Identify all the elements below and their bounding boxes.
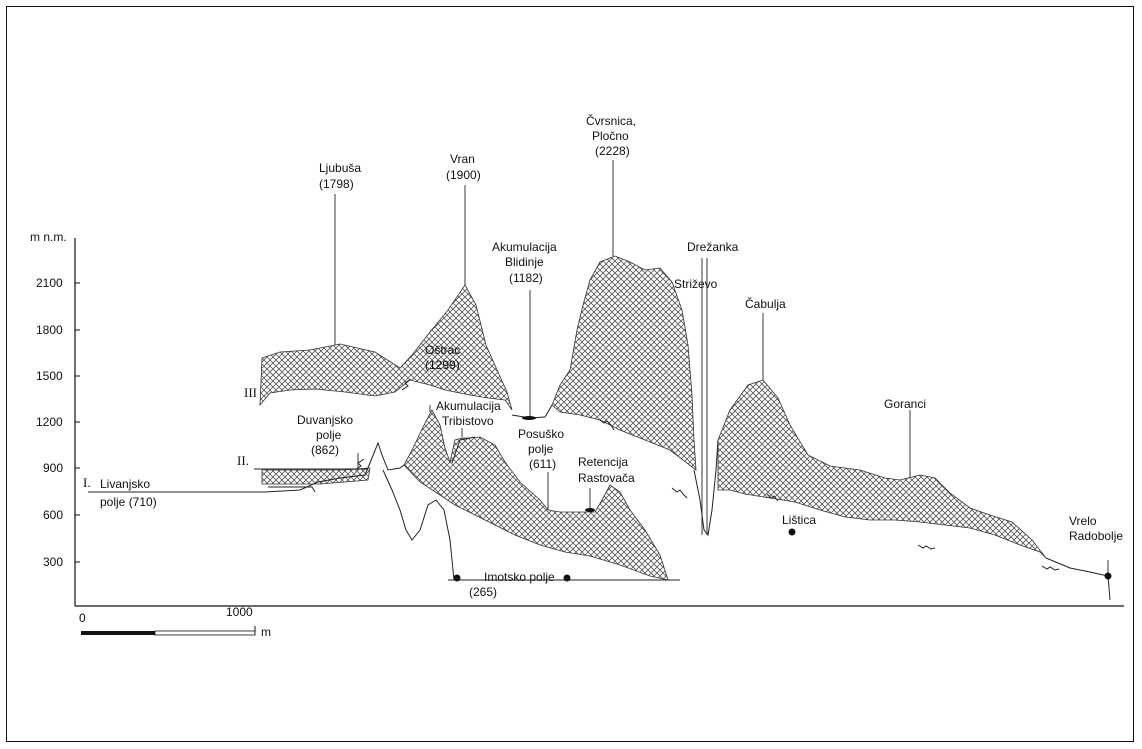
zone-cvrsnica (551, 255, 697, 471)
label-vrelo: Vrelo (1069, 514, 1097, 528)
flow-arrow-icon (1041, 565, 1060, 571)
flow-arrow-icon (671, 487, 688, 499)
label-vran-elevation: (1900) (446, 168, 481, 182)
label-blidinje: Blidinje (505, 255, 544, 269)
label-plocno: Pločno (592, 129, 629, 143)
label-radobolje: Radobolje (1069, 529, 1123, 543)
level-label-i: I. (83, 475, 91, 490)
label-retencija: Retencija (578, 455, 628, 469)
y-axis-label: m n.m. (30, 230, 67, 244)
label-strizevo: Striževo (674, 277, 718, 291)
label-tribistovo: Tribistovo (442, 414, 494, 428)
flow-arrow-icon (766, 493, 779, 502)
level-label-iii: III (244, 385, 257, 400)
label-blidinje-elevation: (1182) (509, 271, 543, 285)
label-ljubusa: Ljubuša (319, 161, 361, 175)
label-imotsko-elevation: (265) (469, 585, 497, 599)
spring-dots (453, 416, 1112, 582)
label-duvanjsko-polje: polje (316, 428, 342, 442)
label-posusko-polje: polje (528, 442, 554, 456)
zone-ostrac-posusje (403, 409, 669, 581)
label-listica: Lištica (782, 513, 816, 527)
scale-unit-label: m (261, 625, 271, 639)
y-tick-label: 600 (43, 508, 63, 522)
label-tribistovo-akumulacija: Akumulacija (436, 399, 501, 413)
label-ostrac: Oštrac (425, 343, 460, 357)
zone-cabulja-radobolje (717, 379, 1047, 559)
label-imotsko: Imotsko polje (484, 570, 555, 584)
spring-dot (563, 574, 571, 582)
label-goranci: Goranci (884, 397, 926, 411)
label-ostrac-elevation: (1299) (425, 358, 460, 372)
label-livanjsko-polje: polje (710) (100, 495, 157, 509)
y-tick-label: 300 (43, 555, 63, 569)
scale-bar: 0 1000 m (79, 605, 271, 639)
reservoir-mark (585, 508, 595, 512)
zone-ljubusa-vran (259, 284, 513, 411)
reservoir-mark (522, 416, 536, 420)
label-ljubusa-elevation: (1798) (319, 177, 354, 191)
label-duvanjsko-elevation: (862) (311, 443, 339, 457)
y-tick-label: 1500 (36, 369, 63, 383)
label-drezanka: Drežanka (687, 240, 739, 254)
y-axis: m n.m. 2100 1800 1500 1200 900 600 300 (30, 230, 1124, 607)
flow-arrow-icon (401, 378, 412, 391)
label-cvrsnica-elevation: (2228) (595, 144, 630, 158)
hatched-zones (259, 255, 1047, 581)
leader-lines (334, 160, 1109, 576)
y-tick-label: 2100 (36, 276, 63, 290)
spring-dot (453, 574, 461, 582)
level-label-ii: II. (237, 453, 249, 468)
flow-arrows (354, 378, 1060, 571)
label-livanjsko: Livanjsko (100, 477, 150, 491)
label-duvanjsko: Duvanjsko (297, 413, 353, 427)
label-cabulja: Čabulja (745, 296, 786, 311)
label-rastovaca: Rastovača (578, 471, 635, 485)
flow-arrow-icon (599, 419, 615, 431)
label-posusko-elevation: (611) (529, 457, 556, 471)
label-posusko: Posuško (518, 427, 564, 441)
terrain-profile (88, 404, 1111, 601)
zone-duvanjsko (261, 467, 371, 485)
label-cvrsnica: Čvrsnica, (586, 113, 636, 128)
label-vran: Vran (450, 152, 475, 166)
label-blidinje-akumulacija: Akumulacija (492, 240, 557, 254)
scale-start-label: 0 (79, 611, 86, 625)
spring-dot (1104, 572, 1112, 580)
y-tick-label: 1800 (36, 323, 63, 337)
spring-dot (788, 528, 796, 536)
scale-end-label: 1000 (226, 605, 253, 619)
flow-arrow-icon (354, 458, 365, 471)
y-tick-label: 900 (43, 461, 63, 475)
flow-arrow-icon (917, 544, 936, 550)
y-tick-label: 1200 (36, 415, 63, 429)
